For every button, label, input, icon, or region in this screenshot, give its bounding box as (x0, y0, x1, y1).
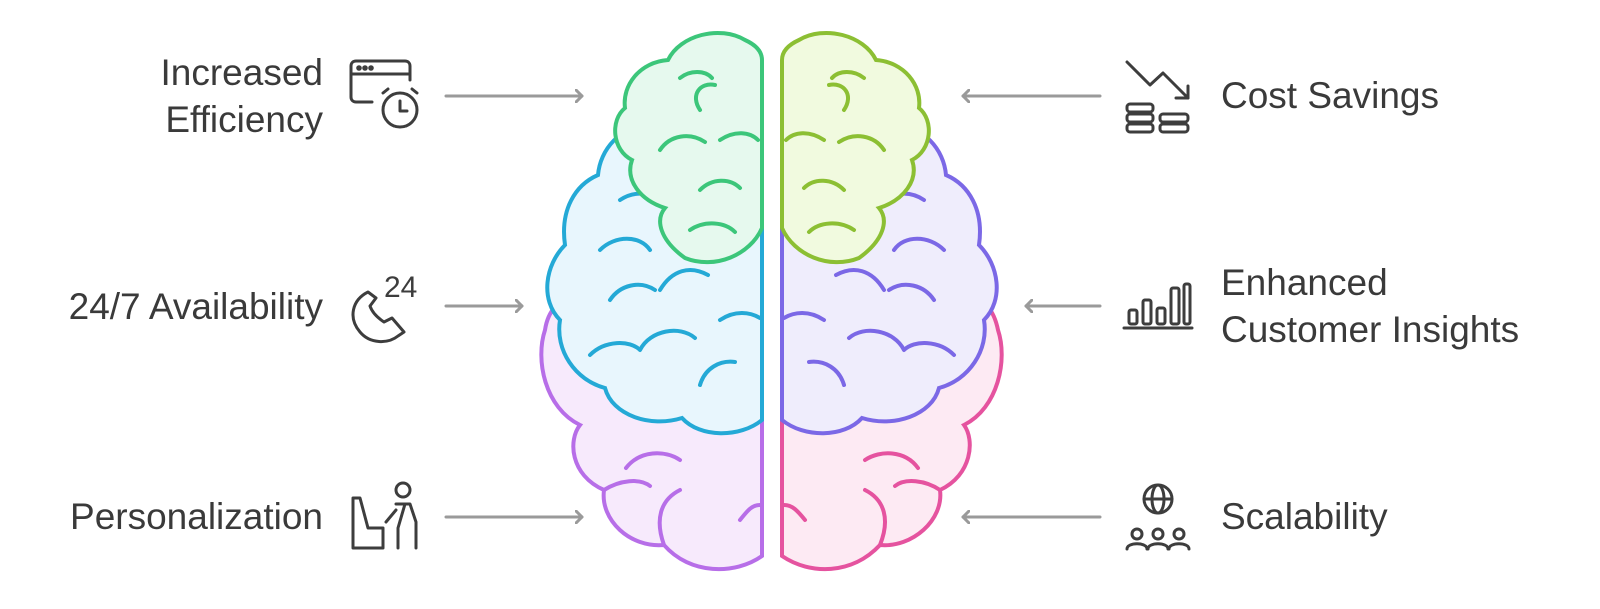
brain-lobe-lime (780, 30, 931, 265)
label-customer-insights: Enhanced Customer Insights (1221, 259, 1519, 353)
arrows (444, 96, 1102, 517)
bar-chart-icon (1122, 282, 1194, 330)
browser-clock-icon (349, 59, 419, 129)
label-cost-savings: Cost Savings (1221, 72, 1439, 119)
label-line: Increased (160, 52, 324, 93)
label-line: Efficiency (165, 99, 323, 140)
label-line: Scalability (1221, 496, 1388, 537)
label-scalability: Scalability (1221, 493, 1388, 540)
phone-24-icon: 24 (351, 271, 417, 343)
label-line: Cost Savings (1221, 75, 1439, 116)
label-personalization: Personalization (70, 493, 323, 540)
person-chair-icon (351, 481, 418, 550)
label-line: 24/7 Availability (68, 286, 323, 327)
label-line: Customer Insights (1221, 309, 1520, 350)
coins-down-icon (1125, 60, 1190, 134)
svg-text:24: 24 (384, 271, 417, 304)
label-availability: 24/7 Availability (69, 283, 323, 330)
label-line: Enhanced (1221, 262, 1388, 303)
brain-lobe-green (613, 30, 764, 265)
label-line: Personalization (70, 496, 323, 537)
label-increased-efficiency: Increased Efficiency (161, 49, 324, 143)
brain (539, 30, 1004, 572)
globe-people-icon (1125, 483, 1191, 551)
